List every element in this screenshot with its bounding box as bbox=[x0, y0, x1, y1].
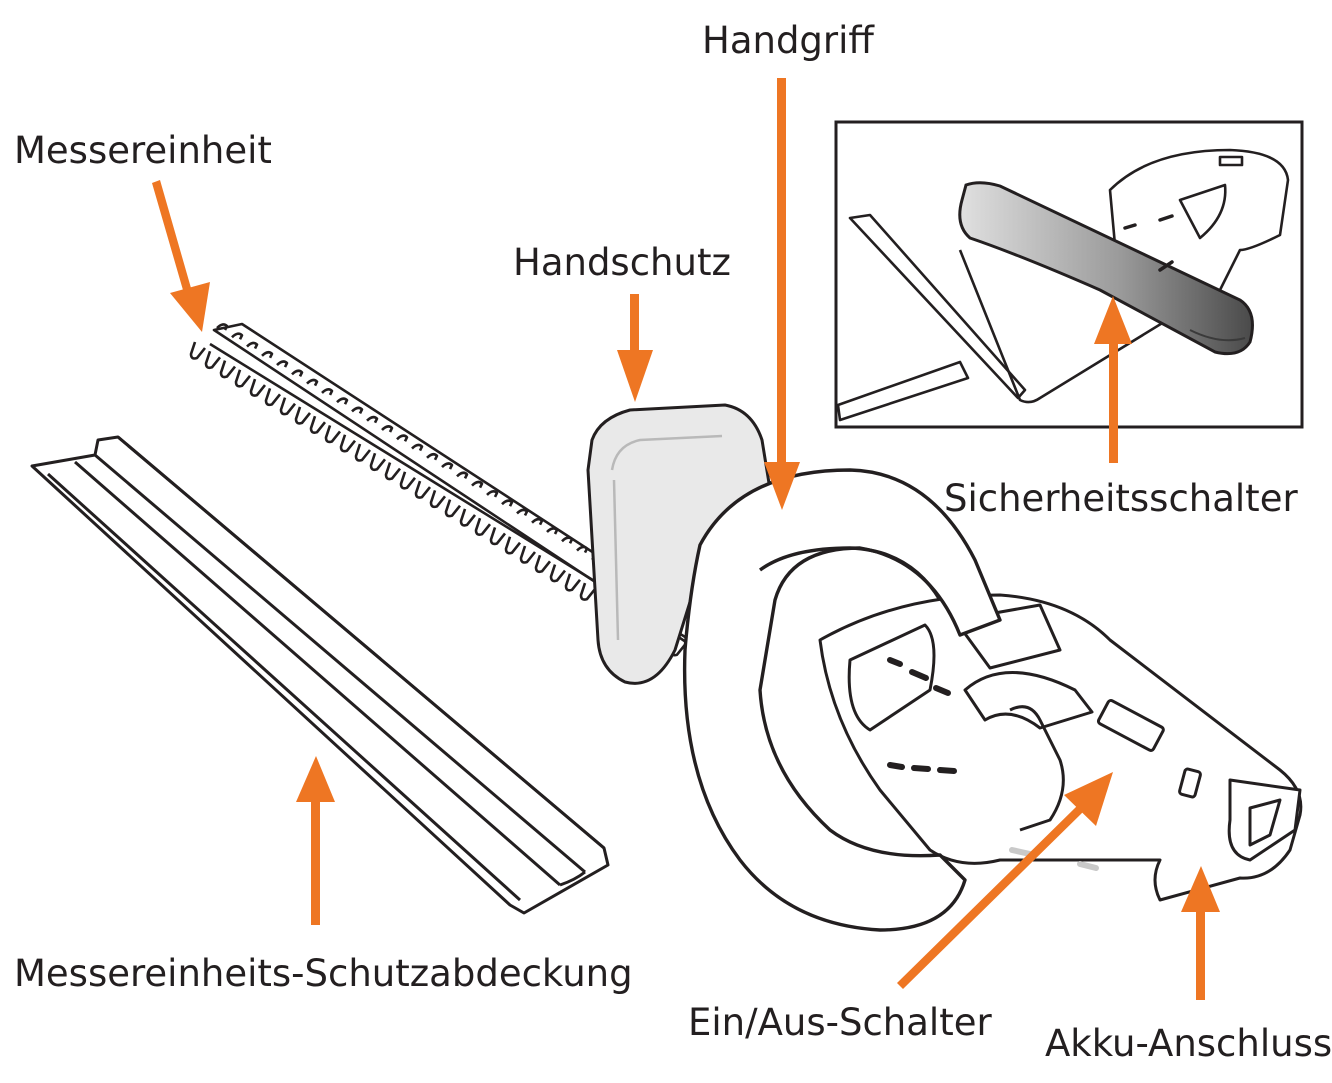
blade-tooth-bottom bbox=[339, 434, 357, 453]
blade-tooth-top bbox=[261, 350, 274, 359]
blade-tooth-top bbox=[291, 369, 304, 377]
blade-tooth-bottom bbox=[564, 573, 582, 592]
arrow-schutzabdeckung bbox=[296, 756, 335, 925]
blade-tooth-bottom bbox=[474, 517, 492, 536]
blade-tooth-top bbox=[381, 425, 394, 433]
blade-tooth-top bbox=[441, 462, 454, 470]
blade-tooth-bottom bbox=[504, 536, 522, 555]
blade-tooth-top bbox=[396, 434, 409, 442]
label-schutzabdeckung: Messereinheits-Schutzabdeckung bbox=[14, 952, 633, 995]
blade-tooth-bottom bbox=[429, 489, 447, 509]
blade-tooth-bottom bbox=[204, 350, 222, 370]
arrow-ein-aus-schalter bbox=[897, 772, 1113, 989]
label-ein-aus-schalter: Ein/Aus-Schalter bbox=[688, 1001, 992, 1044]
blade-tooth-top bbox=[516, 508, 529, 517]
trimmer-body bbox=[818, 593, 1303, 902]
blade-tooth-top bbox=[216, 323, 229, 331]
label-akku-anschluss: Akku-Anschluss bbox=[1045, 1022, 1332, 1065]
blade-tooth-top bbox=[546, 527, 559, 535]
blade-tooth-bottom bbox=[369, 452, 387, 472]
blade-tooth-top bbox=[486, 490, 499, 498]
blade-tooth-top bbox=[501, 499, 514, 507]
label-handschutz: Handschutz bbox=[513, 241, 731, 284]
blade-tooth-bottom bbox=[249, 378, 267, 397]
blade-cover bbox=[30, 435, 610, 915]
blade-tooth-bottom bbox=[549, 564, 567, 583]
arrow-messereinheit bbox=[152, 180, 210, 332]
blade-tooth-bottom bbox=[354, 443, 372, 462]
blade-tooth-top bbox=[531, 517, 544, 526]
blade-tooth-top bbox=[231, 332, 244, 340]
blade-tooth-top bbox=[351, 406, 364, 415]
blade-tooth-bottom bbox=[309, 415, 327, 434]
arrow-akku-anschluss bbox=[1181, 866, 1220, 1000]
blade-tooth-top bbox=[411, 443, 424, 452]
blade-tooth-bottom bbox=[234, 369, 252, 388]
arrow-handschutz bbox=[617, 294, 653, 402]
blade-tooth-bottom bbox=[384, 462, 402, 481]
blade-tooth-top bbox=[471, 480, 484, 489]
callout-arrows bbox=[152, 78, 1220, 1000]
blade-tooth-top bbox=[576, 545, 589, 554]
blade-tooth-top bbox=[561, 536, 574, 544]
handle-loop bbox=[682, 468, 1002, 932]
blade-tooth-bottom bbox=[399, 471, 417, 490]
blade-tooth-bottom bbox=[444, 499, 462, 518]
blade-tooth-bottom bbox=[459, 508, 477, 527]
blade-tooth-bottom bbox=[219, 360, 237, 379]
blade-tooth-top bbox=[366, 415, 379, 424]
blade-tooth-bottom bbox=[189, 341, 207, 360]
label-messereinheit: Messereinheit bbox=[14, 129, 272, 172]
blade-tooth-bottom bbox=[264, 387, 282, 407]
blade-tooth-top bbox=[306, 378, 319, 387]
blade-tooth-top bbox=[276, 360, 289, 368]
blade-tooth-bottom bbox=[534, 554, 552, 574]
arrow-sicherheitsschalter bbox=[1094, 296, 1132, 463]
safety-switch-inset bbox=[834, 120, 1304, 429]
blade-tooth-bottom bbox=[324, 425, 342, 444]
label-handgriff: Handgriff bbox=[702, 19, 874, 62]
blade-tooth-top bbox=[336, 397, 349, 405]
label-sicherheitsschalter: Sicherheitsschalter bbox=[944, 477, 1298, 520]
body-dashes bbox=[887, 657, 1099, 871]
blade-tooth-top bbox=[456, 471, 469, 479]
blade-tooth-top bbox=[321, 388, 334, 396]
blade-tooth-top bbox=[426, 452, 439, 461]
blade-tooth-bottom bbox=[579, 582, 597, 601]
blade-tooth-bottom bbox=[414, 480, 432, 499]
blade-tooth-bottom bbox=[519, 545, 537, 564]
blade-tooth-bottom bbox=[489, 527, 507, 546]
arrow-handgriff bbox=[764, 78, 800, 510]
blade-tooth-top bbox=[246, 341, 259, 350]
blade-tooth-bottom bbox=[279, 397, 297, 416]
blade-tooth-bottom bbox=[294, 406, 312, 425]
